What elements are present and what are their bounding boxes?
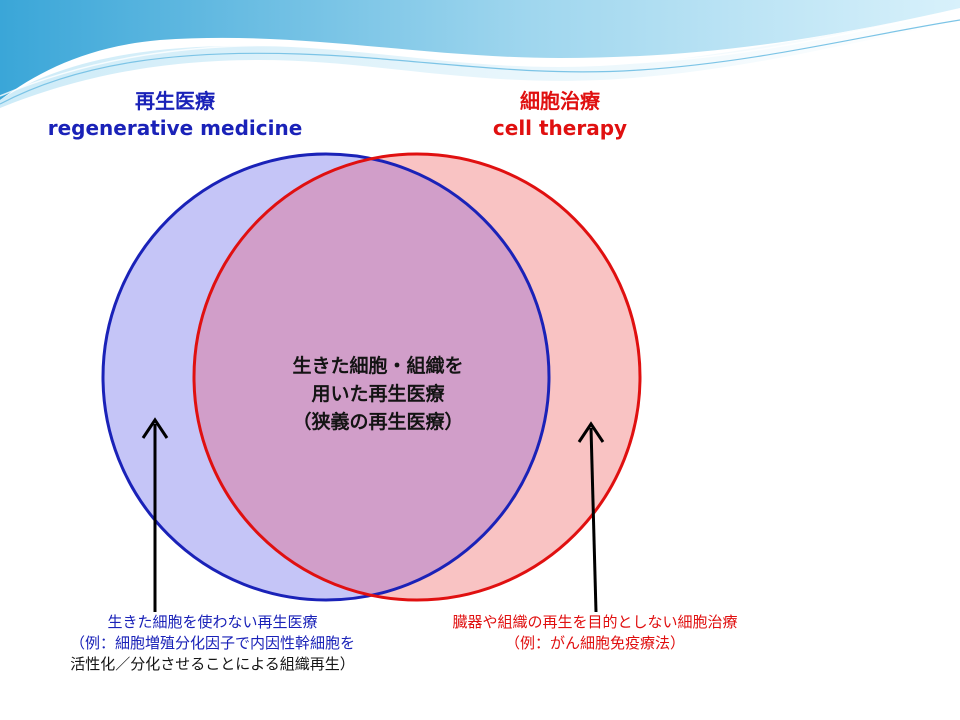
overlap-label-line1: 生きた細胞・組織を xyxy=(292,355,464,377)
left-arrow xyxy=(141,417,169,612)
cell-therapy-only-note-line2: （例：がん細胞免疫療法） xyxy=(504,634,685,652)
cell-therapy-circle xyxy=(192,152,642,602)
overlap-label: 生きた細胞・組織を 用いた再生医療 （狭義の再生医療） xyxy=(258,352,498,436)
overlap-label-line2: 用いた再生医療 xyxy=(311,383,445,405)
wave-banner xyxy=(0,0,960,108)
regenerative-medicine-heading: 再生医療 regenerative medicine xyxy=(40,88,310,142)
cell-therapy-heading: 細胞治療 cell therapy xyxy=(470,88,650,142)
cell-therapy-only-note: 臓器や組織の再生を目的としない細胞治療 （例：がん細胞免疫療法） xyxy=(405,612,785,654)
overlap-label-line3: （狭義の再生医療） xyxy=(292,411,464,433)
cell-therapy-heading-ja: 細胞治療 xyxy=(520,89,600,113)
right-arrow xyxy=(577,421,605,613)
regenerative-only-note-line1: 生きた細胞を使わない再生医療 xyxy=(107,613,318,631)
regenerative-medicine-heading-en: regenerative medicine xyxy=(47,116,303,140)
regenerative-only-note-line2: （例：細胞増殖分化因子で内因性幹細胞を xyxy=(69,634,355,652)
cell-therapy-only-note-line1: 臓器や組織の再生を目的としない細胞治療 xyxy=(452,613,738,631)
regenerative-only-note: 生きた細胞を使わない再生医療 （例：細胞増殖分化因子で内因性幹細胞を 活性化／分… xyxy=(20,612,405,675)
regenerative-medicine-heading-ja: 再生医療 xyxy=(135,89,215,113)
cell-therapy-heading-en: cell therapy xyxy=(492,116,628,140)
regenerative-medicine-circle xyxy=(101,152,551,602)
regenerative-only-note-line3: 活性化／分化させることによる組織再生） xyxy=(70,655,355,673)
